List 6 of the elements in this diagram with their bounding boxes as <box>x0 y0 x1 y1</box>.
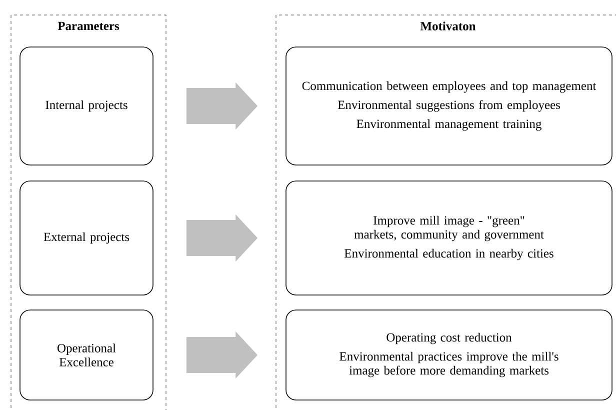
rounded-box: Internal projects <box>20 46 154 166</box>
rounded-box: Operating cost reduction Environmental practices improve the mill's image before more demanding markets <box>286 310 612 400</box>
rounded-box: Operational Excellence <box>20 310 154 400</box>
rounded-box: External projects <box>20 180 154 296</box>
rounded-box: Communication between employees and top management Environmental suggestions from employees Environmental management training <box>286 46 612 166</box>
rounded-box: Improve mill image - "green" markets, community and government Environmental education in nearby cities <box>286 180 612 296</box>
